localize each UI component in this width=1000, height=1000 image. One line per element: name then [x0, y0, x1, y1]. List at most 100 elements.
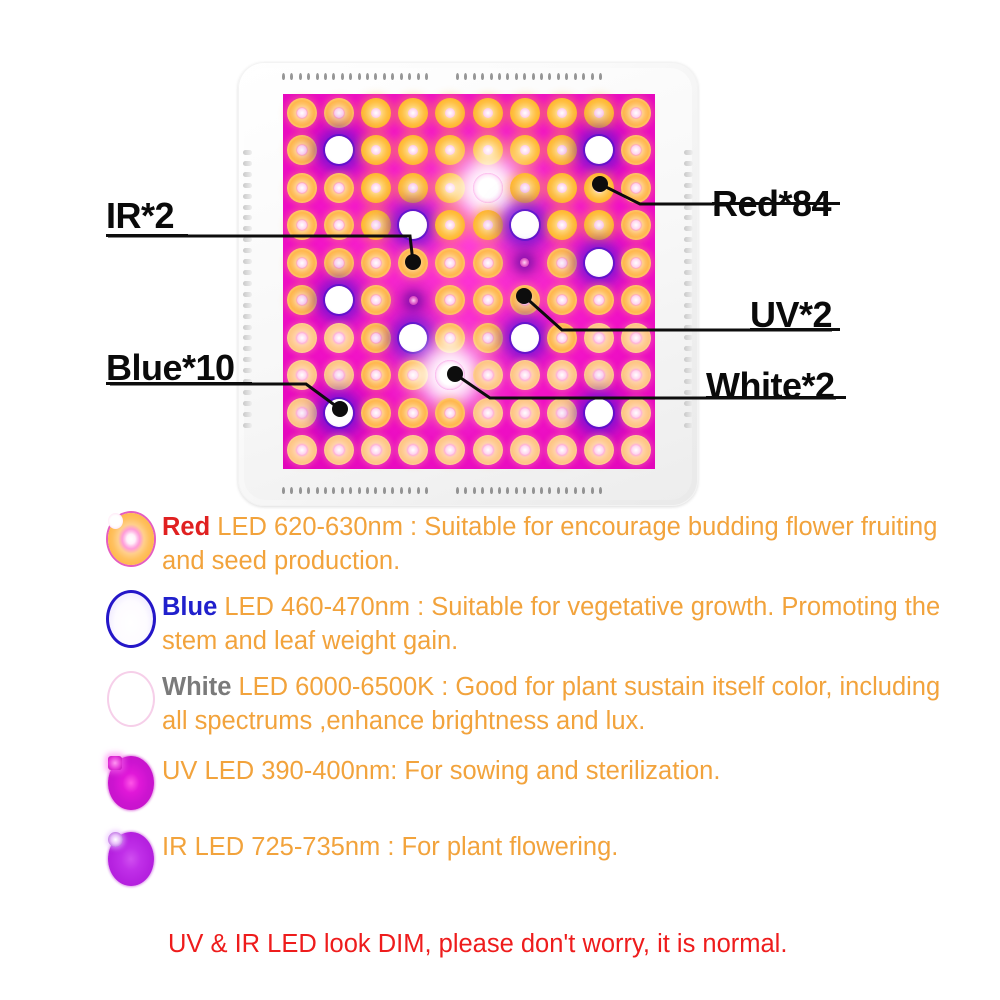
led-red [618, 244, 655, 282]
led-red [543, 169, 580, 207]
led-blue [581, 394, 618, 432]
ir-led-icon [100, 828, 162, 890]
led-uv [506, 244, 543, 282]
led-red [283, 132, 320, 170]
callout-rule-white [706, 396, 846, 399]
led-red [506, 357, 543, 395]
led-red [469, 132, 506, 170]
legend-text-white: White LED 6000-6500K : Good for plant su… [162, 668, 960, 738]
led-red [618, 432, 655, 470]
led-red [283, 394, 320, 432]
led-red [357, 244, 394, 282]
led-red [395, 357, 432, 395]
led-red [395, 394, 432, 432]
led-red [581, 169, 618, 207]
legend-row-blue: Blue LED 460-470nm : Suitable for vegeta… [100, 588, 960, 658]
led-red [283, 94, 320, 132]
led-red [581, 357, 618, 395]
led-red [618, 394, 655, 432]
legend-text-blue: Blue LED 460-470nm : Suitable for vegeta… [162, 588, 960, 658]
led-uv [395, 282, 432, 320]
led-red [469, 244, 506, 282]
led-red [283, 282, 320, 320]
led-red [543, 432, 580, 470]
led-red [469, 282, 506, 320]
led-red [283, 432, 320, 470]
led-red [283, 319, 320, 357]
led-matrix [283, 94, 655, 469]
led-red [543, 94, 580, 132]
led-blue [320, 394, 357, 432]
led-red [320, 244, 357, 282]
led-red [618, 132, 655, 170]
legend-text-ir: IR LED 725-735nm : For plant flowering. [162, 833, 619, 861]
led-blue [506, 319, 543, 357]
led-panel-photo [238, 58, 698, 506]
led-red [506, 169, 543, 207]
led-red [395, 94, 432, 132]
led-red [432, 132, 469, 170]
blue-led-icon [100, 588, 162, 650]
legend-text-uv: UV LED 390-400nm: For sowing and sterili… [162, 757, 721, 785]
led-red [357, 169, 394, 207]
led-red [320, 357, 357, 395]
led-red [469, 432, 506, 470]
led-red [432, 244, 469, 282]
led-red [283, 244, 320, 282]
led-red [581, 282, 618, 320]
led-red [283, 357, 320, 395]
led-red [543, 244, 580, 282]
led-red [432, 319, 469, 357]
led-red [357, 132, 394, 170]
led-red [320, 169, 357, 207]
led-red [357, 282, 394, 320]
led-red [469, 207, 506, 245]
callout-label-ir: IR*2 [106, 195, 175, 236]
led-red [357, 432, 394, 470]
led-red [357, 207, 394, 245]
led-red [543, 319, 580, 357]
led-red [432, 432, 469, 470]
led-blue [320, 132, 357, 170]
legend-body-white: LED 6000-6500K : Good for plant sustain … [162, 673, 941, 735]
led-blue [581, 132, 618, 170]
callout-label-uv: UV*2 [750, 294, 833, 335]
vent-holes-top-left [282, 72, 428, 81]
led-red [320, 432, 357, 470]
led-red [432, 169, 469, 207]
led-red [357, 319, 394, 357]
legend-row-ir: IR LED 725-735nm : For plant flowering. [100, 828, 960, 890]
led-red [506, 282, 543, 320]
led-red [506, 432, 543, 470]
led-red [432, 94, 469, 132]
led-red [395, 432, 432, 470]
led-red [432, 282, 469, 320]
led-red [469, 319, 506, 357]
led-red [320, 207, 357, 245]
led-blue [395, 207, 432, 245]
dim-led-footnote: UV & IR LED look DIM, please don't worry… [168, 930, 788, 958]
led-red [469, 94, 506, 132]
legend-keyword-blue: Blue [162, 593, 218, 621]
led-red [283, 207, 320, 245]
led-red [357, 357, 394, 395]
white-led-icon [100, 668, 162, 730]
legend-text-red: Red LED 620-630nm : Suitable for encoura… [162, 508, 960, 578]
spectrum-legend: Red LED 620-630nm : Suitable for encoura… [100, 508, 960, 900]
led-red [320, 319, 357, 357]
led-red [618, 207, 655, 245]
led-red [506, 94, 543, 132]
led-red [618, 282, 655, 320]
vent-holes-bottom-left [282, 486, 428, 495]
callout-label-blue: Blue*10 [106, 347, 235, 388]
led-red [618, 357, 655, 395]
led-red [506, 132, 543, 170]
led-red [543, 357, 580, 395]
led-blue [320, 282, 357, 320]
legend-body-red: LED 620-630nm : Suitable for encourage b… [162, 513, 938, 575]
heatsink-fins-right [684, 150, 694, 428]
led-red [581, 207, 618, 245]
led-red [432, 394, 469, 432]
led-blue [506, 207, 543, 245]
led-red [543, 394, 580, 432]
